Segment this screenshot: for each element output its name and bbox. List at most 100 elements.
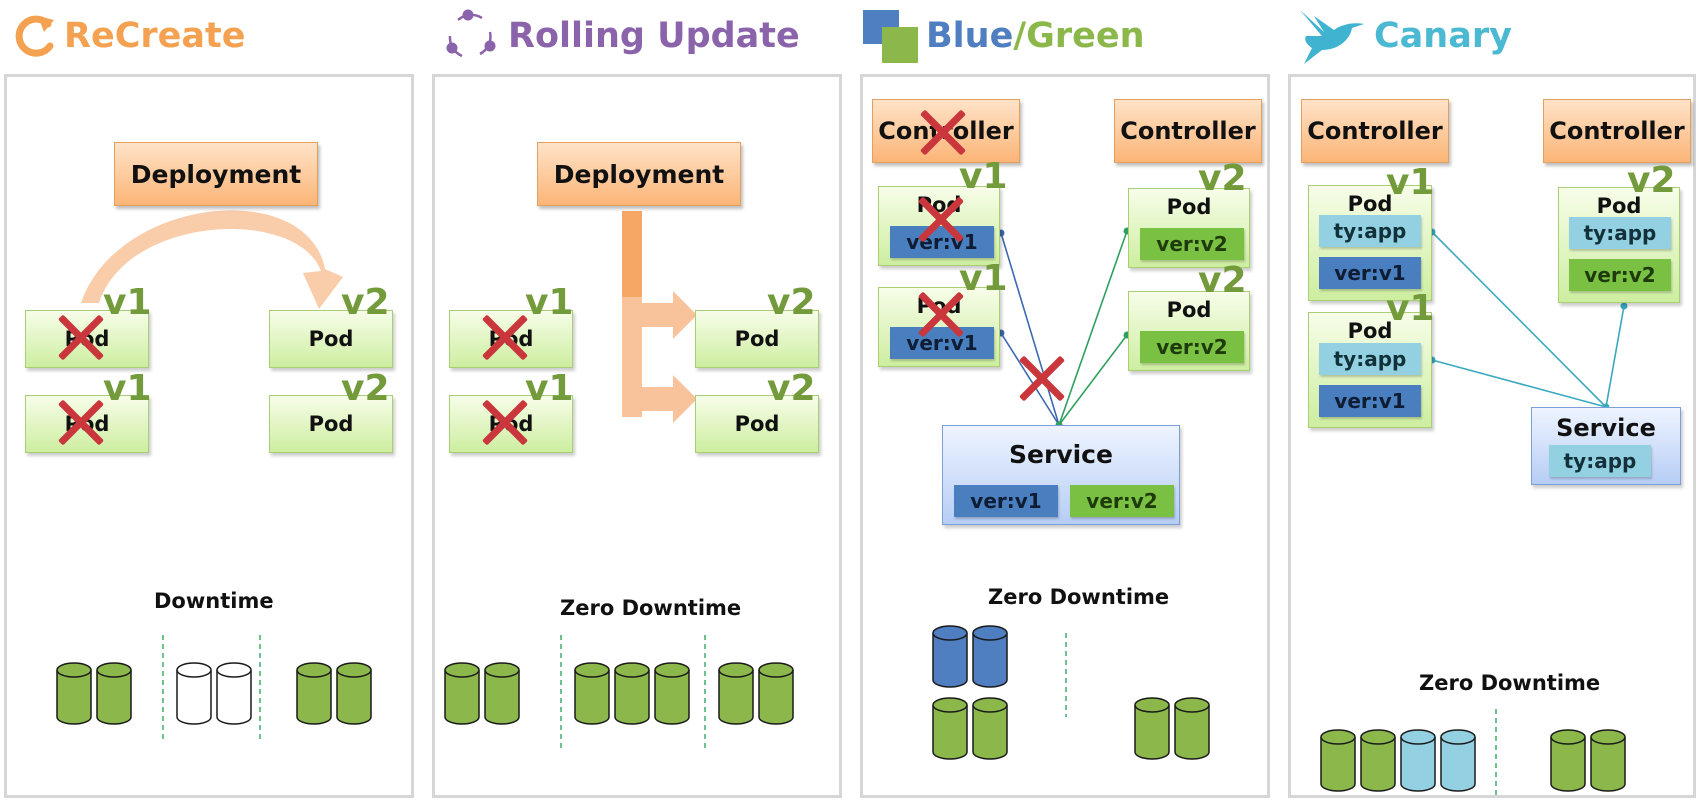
canary-title: Canary bbox=[1374, 16, 1512, 56]
bluegreen-pod-v2-2-tag: ver:v2 bbox=[1140, 331, 1244, 363]
delete-cross-icon bbox=[479, 312, 531, 364]
rolling-graphics bbox=[560, 211, 706, 749]
canary-pod-v1-2-ver-tag: ver:v1 bbox=[1319, 385, 1421, 417]
cylinder-icon bbox=[932, 697, 968, 760]
recreate-arrow bbox=[81, 210, 343, 309]
canary-db-set-2 bbox=[1549, 729, 1627, 801]
bluegreen-v2-label-1: v2 bbox=[1198, 158, 1247, 199]
cylinder-icon bbox=[574, 662, 610, 725]
rolling-header: Rolling Update bbox=[440, 8, 800, 64]
rolling-v1-label-1: v1 bbox=[525, 282, 574, 323]
recreate-db-set-3 bbox=[295, 662, 373, 734]
bluegreen-controller-v2: Controller bbox=[1114, 99, 1262, 163]
rolling-v2-label-2: v2 bbox=[767, 368, 816, 409]
pod-label: Pod bbox=[1596, 194, 1642, 218]
disconnect-cross-icon bbox=[1016, 353, 1068, 405]
pod-label: Pod bbox=[1347, 319, 1393, 343]
recreate-db-set-1 bbox=[55, 662, 133, 734]
bluegreen-service-tag-v1: ver:v1 bbox=[954, 485, 1058, 517]
rotating-dots-icon bbox=[446, 9, 496, 58]
recreate-graphics bbox=[81, 210, 343, 743]
delete-cross-icon bbox=[479, 397, 531, 449]
cylinder-icon bbox=[296, 662, 332, 725]
cylinder-icon bbox=[484, 662, 520, 725]
canary-controller-v2: Controller bbox=[1543, 99, 1691, 163]
rolling-pod-v2-1: Pod bbox=[695, 310, 819, 368]
pod-label: Pod bbox=[1166, 195, 1212, 219]
cylinder-icon bbox=[216, 662, 252, 725]
bluegreen-db-green-1 bbox=[931, 697, 1009, 769]
bluegreen-caption: Zero Downtime bbox=[988, 585, 1170, 609]
canary-caption: Zero Downtime bbox=[1419, 671, 1601, 695]
cylinder-icon bbox=[176, 662, 212, 725]
recreate-header: ReCreate bbox=[12, 8, 245, 64]
cylinder-icon bbox=[1440, 729, 1476, 792]
cylinder-icon bbox=[1590, 729, 1626, 792]
bluegreen-v1-label-2: v1 bbox=[959, 258, 1008, 299]
cylinder-icon bbox=[1134, 697, 1170, 760]
delete-cross-icon bbox=[917, 107, 969, 159]
recreate-pod-v2-2: Pod bbox=[269, 395, 393, 453]
cylinder-icon bbox=[56, 662, 92, 725]
cylinder-icon bbox=[614, 662, 650, 725]
canary-pod-v1-2-app-tag: ty:app bbox=[1319, 343, 1421, 375]
canary-service-tag: ty:app bbox=[1549, 445, 1651, 477]
recreate-title: ReCreate bbox=[64, 16, 246, 56]
service-label: Service bbox=[1556, 414, 1656, 442]
rolling-panel: Deployment Pod Pod Pod Pod v1 v1 v2 v2 Z… bbox=[432, 74, 842, 798]
canary-v1-label-1: v1 bbox=[1386, 162, 1435, 203]
cylinder-icon bbox=[972, 625, 1008, 688]
blue-word: Blue bbox=[926, 16, 1014, 56]
circular-arrow-icon bbox=[15, 15, 54, 57]
bluegreen-db-green-2 bbox=[1133, 697, 1211, 769]
bluegreen-pod-v2-1-tag: ver:v2 bbox=[1140, 228, 1244, 260]
bluegreen-v1-label-1: v1 bbox=[959, 156, 1008, 197]
delete-cross-icon bbox=[915, 194, 967, 246]
recreate-db-set-2 bbox=[175, 662, 253, 734]
bluegreen-title: Blue/Green bbox=[926, 16, 1145, 56]
canary-v1-label-2: v1 bbox=[1386, 288, 1435, 329]
blue-green-squares-icon bbox=[863, 10, 918, 63]
green-word: Green bbox=[1026, 16, 1145, 56]
bluegreen-db-blue bbox=[931, 625, 1009, 697]
recreate-panel: Deployment Pod Pod Pod Pod v1 v1 v2 v2 D… bbox=[4, 74, 414, 798]
canary-graphics bbox=[1428, 228, 1628, 795]
cylinder-icon bbox=[758, 662, 794, 725]
recreate-v1-label-1: v1 bbox=[103, 282, 152, 323]
cylinder-icon bbox=[96, 662, 132, 725]
cylinder-icon bbox=[336, 662, 372, 725]
canary-pod-v1-1-ver-tag: ver:v1 bbox=[1319, 257, 1421, 289]
canary-v2-label: v2 bbox=[1627, 160, 1676, 201]
cylinder-icon bbox=[932, 625, 968, 688]
canary-bird-icon bbox=[1300, 10, 1364, 64]
bluegreen-v2-label-2: v2 bbox=[1198, 260, 1247, 301]
cylinder-icon bbox=[1174, 697, 1210, 760]
recreate-pod-v2-1: Pod bbox=[269, 310, 393, 368]
rolling-v1-label-2: v1 bbox=[525, 368, 574, 409]
recreate-deployment: Deployment bbox=[114, 142, 318, 206]
canary-pod-v2-ver-tag: ver:v2 bbox=[1569, 259, 1671, 291]
rolling-deployment: Deployment bbox=[537, 142, 741, 206]
canary-pod-v1-1-app-tag: ty:app bbox=[1319, 215, 1421, 247]
bluegreen-service-tag-v2: ver:v2 bbox=[1070, 485, 1174, 517]
canary-panel: Controller Controller Pod ty:app ver:v1 … bbox=[1288, 74, 1696, 798]
cylinder-icon bbox=[1400, 729, 1436, 792]
rolling-caption: Zero Downtime bbox=[560, 596, 742, 620]
bluegreen-pod-v1-2-tag: ver:v1 bbox=[890, 327, 994, 359]
cylinder-icon bbox=[654, 662, 690, 725]
rolling-title: Rolling Update bbox=[508, 16, 800, 56]
canary-controller-v1: Controller bbox=[1301, 99, 1449, 163]
delete-cross-icon bbox=[915, 289, 967, 341]
cylinder-icon bbox=[1550, 729, 1586, 792]
cylinder-icon bbox=[444, 662, 480, 725]
rolling-v2-label-1: v2 bbox=[767, 282, 816, 323]
canary-db-set-1 bbox=[1319, 729, 1477, 801]
rolling-db-set-1 bbox=[443, 662, 521, 734]
cylinder-icon bbox=[1360, 729, 1396, 792]
service-label: Service bbox=[1009, 440, 1113, 469]
cylinder-icon bbox=[972, 697, 1008, 760]
recreate-v1-label-2: v1 bbox=[103, 368, 152, 409]
rolling-db-set-2 bbox=[573, 662, 691, 734]
bluegreen-header: Blue/Green bbox=[862, 8, 1145, 64]
canary-header: Canary bbox=[1294, 8, 1512, 64]
